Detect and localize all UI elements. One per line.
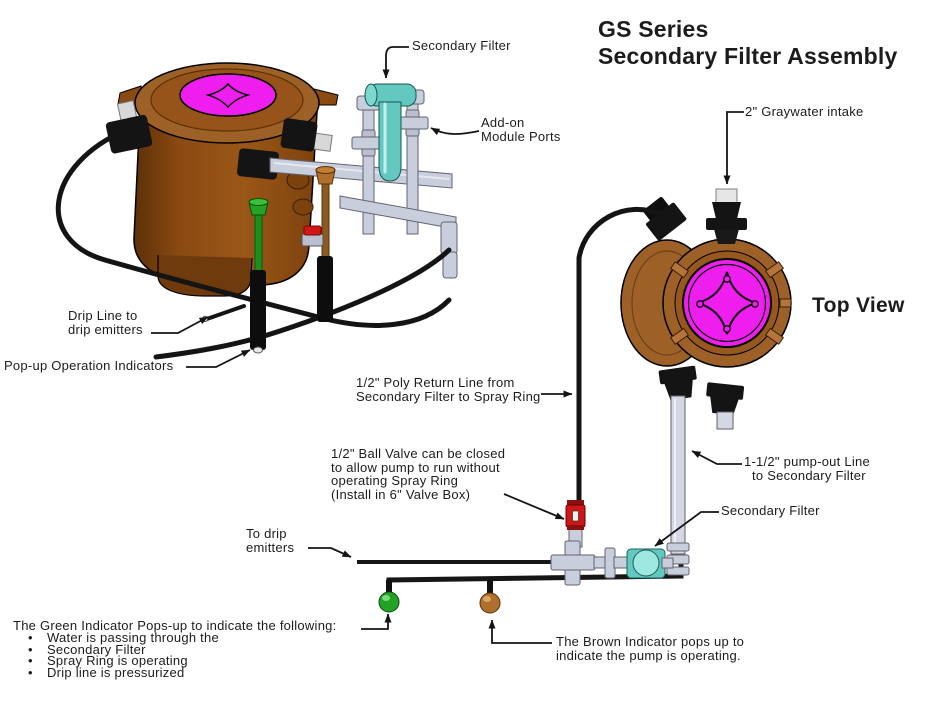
bullet-text: Secondary Filter xyxy=(47,641,146,657)
callout-line: Drip Line to xyxy=(68,308,138,323)
tank-top-view xyxy=(620,188,792,430)
green-note-bullet: • Water is passing through the xyxy=(13,629,337,645)
leader-secondary-filter-top xyxy=(382,46,409,79)
leader-ball-valve xyxy=(503,493,565,520)
leader-green-note xyxy=(361,613,392,630)
page-title: GS Series Secondary Filter Assembly xyxy=(598,16,897,70)
drip-tubing xyxy=(55,127,452,360)
green-indicator-ball xyxy=(378,580,400,613)
leader-drip-line xyxy=(151,316,209,334)
callout-line: Secondary Filter to Spray Ring xyxy=(356,388,541,404)
tank-boss xyxy=(292,198,314,216)
topview-screw-holes xyxy=(696,275,759,333)
tank-lid-star xyxy=(205,82,251,109)
topview-lid-star xyxy=(696,271,758,335)
brown-indicator-iso xyxy=(315,166,336,322)
tank-pedestal xyxy=(157,255,253,297)
callout-addon-ports: Add-on Module Ports xyxy=(481,116,561,143)
callout-line: Module Ports xyxy=(481,128,561,144)
callout-line: operating Spray Ring xyxy=(331,473,459,489)
leader-graywater xyxy=(723,111,744,185)
tank-port-front xyxy=(237,148,279,180)
bullet-glyph: • xyxy=(28,641,33,657)
indicator-post xyxy=(250,270,266,350)
bullet-text: Spray Ring is operating xyxy=(47,653,188,669)
bullet-text: Drip line is pressurized xyxy=(47,665,185,681)
callout-line: The Brown Indicator pops up to xyxy=(556,634,745,649)
topview-lid-ring xyxy=(687,263,767,343)
brown-indicator-note: The Brown Indicator pops up to indicate … xyxy=(556,635,744,662)
callout-line: (Install in 6" Valve Box) xyxy=(331,486,471,502)
stand-pipe-bottom xyxy=(339,195,457,230)
bullet-glyph: • xyxy=(28,653,33,669)
title-line-2: Secondary Filter Assembly xyxy=(598,43,898,70)
pipe-highlight xyxy=(273,162,450,180)
callout-line: drip emitters xyxy=(68,321,143,337)
green-indicator-note: The Green Indicator Pops-up to indicate … xyxy=(13,618,337,681)
secondary-filter-iso xyxy=(364,83,417,182)
pump-out-port xyxy=(658,365,697,401)
filter-stand xyxy=(339,83,458,279)
callout-secondary-filter-top: Secondary Filter xyxy=(412,38,511,53)
leader-to-drip xyxy=(308,547,352,558)
callout-poly-return: 1/2" Poly Return Line from Secondary Fil… xyxy=(356,376,541,403)
ball-valve xyxy=(565,500,586,548)
callout-popup-indicators: Pop-up Operation Indicators xyxy=(4,358,174,373)
leader-pump-out xyxy=(691,450,742,465)
graywater-intake-port xyxy=(706,188,747,244)
green-note-bullet: • Drip line is pressurized xyxy=(13,665,337,681)
bottom-piping xyxy=(550,540,674,586)
callout-line: to Secondary Filter xyxy=(752,467,866,483)
topview-lid-magenta xyxy=(682,258,772,348)
title-line-1: GS Series xyxy=(598,16,709,42)
callout-line: indicate the pump is operating. xyxy=(556,647,741,663)
secondary-filter-bottom-graphic xyxy=(626,548,666,579)
indicator-post xyxy=(317,256,333,322)
bullet-glyph: • xyxy=(28,665,33,681)
callout-line: 1/2" Ball Valve can be closed xyxy=(331,446,506,461)
bullet-text: Water is passing through the xyxy=(47,629,219,645)
callout-line: To drip xyxy=(246,526,287,541)
callout-secondary-filter-bottom: Secondary Filter xyxy=(721,503,820,518)
bottom-port xyxy=(706,382,745,416)
tank-lid-magenta xyxy=(179,73,277,117)
poly-return-line xyxy=(576,206,664,503)
brown-indicator-ball xyxy=(479,579,501,614)
bottom-port-stub xyxy=(716,411,734,430)
callout-line: 1-1/2" pump-out Line xyxy=(744,454,870,469)
topview-rim-tabs xyxy=(669,261,792,345)
green-note-bullet: • Spray Ring is operating xyxy=(13,653,337,669)
ball-valve-iso xyxy=(301,225,324,247)
addon-module-port xyxy=(351,129,385,157)
callout-line: emitters xyxy=(246,539,295,555)
callout-pump-out: 1-1/2" pump-out Line to Secondary Filter xyxy=(744,455,870,482)
leader-popup-indicators xyxy=(186,349,251,368)
green-note-bullet: • Secondary Filter xyxy=(13,641,337,657)
callout-to-drip-emitters: To drip emitters xyxy=(246,527,294,554)
top-view-label: Top View xyxy=(812,294,905,317)
cross-fitting xyxy=(550,554,596,571)
pump-out-line xyxy=(666,395,690,576)
callout-line: 1/2" Poly Return Line from xyxy=(356,375,515,390)
leader-secondary-filter-bottom xyxy=(654,511,719,547)
green-note-heading: The Green Indicator Pops-up to indicate … xyxy=(13,618,337,633)
drip-line-segment xyxy=(202,304,246,322)
callout-ball-valve: 1/2" Ball Valve can be closed to allow p… xyxy=(331,447,505,502)
tank-port-right xyxy=(280,118,333,152)
return-line-port xyxy=(643,196,687,241)
tank-port-left xyxy=(105,100,153,154)
green-indicator-iso xyxy=(248,198,269,354)
bullet-glyph: • xyxy=(28,629,33,645)
callout-line: Add-on xyxy=(481,115,525,130)
callout-graywater-intake: 2" Graywater intake xyxy=(745,104,864,119)
callout-drip-line: Drip Line to drip emitters xyxy=(68,309,143,336)
leader-brown-note xyxy=(488,619,552,644)
leader-lines xyxy=(151,46,744,644)
callout-line: to allow pump to run without xyxy=(331,459,500,475)
leader-addon-ports xyxy=(430,127,480,136)
